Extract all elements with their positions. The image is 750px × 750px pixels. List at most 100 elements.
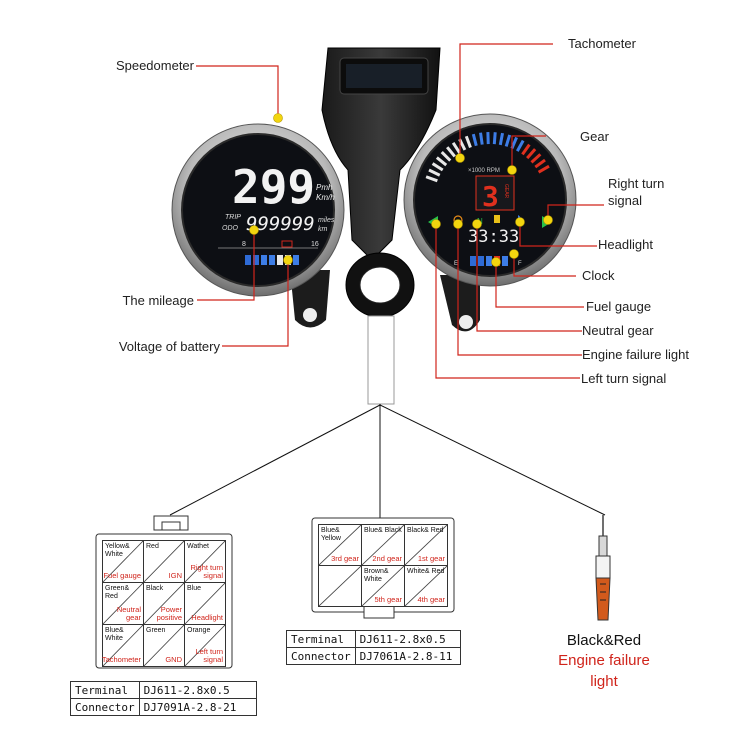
pin-wire-label: Black: [146, 585, 164, 592]
rpm-segment: [492, 132, 497, 145]
pin-func-label: 1st gear: [417, 554, 445, 563]
battery-icon: [281, 240, 293, 248]
rpm-segment: [435, 156, 448, 167]
speed-value-text: 299: [232, 160, 315, 214]
volt-high-text: 16: [311, 241, 319, 248]
volt-low-text: 8: [242, 241, 246, 248]
rpm-segment: [534, 158, 546, 169]
rpm-segment: [537, 164, 550, 174]
mileage-value-text: 999999: [246, 213, 315, 235]
terminal-label: Terminal: [286, 630, 356, 648]
pin-func-label: Tachometer: [101, 655, 141, 664]
label-right-turn-2: signal: [608, 193, 642, 208]
pin-cell: Blue& Yellow 3rd gear: [318, 524, 362, 566]
pin-wire-label: Brown& White: [364, 568, 389, 583]
pin-func-label: Power positive: [156, 605, 182, 622]
rpm-segment: [446, 146, 456, 158]
clock-value-text: 33:33: [468, 227, 519, 247]
label-tachometer: Tachometer: [568, 36, 636, 51]
connector-value: DJ7091A-2.8-21: [138, 698, 257, 716]
pin-func-label: Left turn signal: [195, 647, 223, 664]
pin-wire-label: Blue& Black: [364, 527, 402, 534]
pin-wire-label: Blue& White: [105, 627, 124, 642]
odo-text: ODO: [222, 225, 239, 232]
pin-func-label: Right turn signal: [190, 563, 223, 580]
label-headlight: Headlight: [598, 237, 653, 252]
terminal-value: DJ611-2.8x0.5: [138, 681, 257, 699]
rpm-segment: [498, 132, 504, 146]
single-wire-func-label-2: light: [590, 673, 618, 690]
pin-wire-label: Yellow& White: [105, 543, 130, 558]
fuel-f-text: F: [518, 261, 522, 267]
rpm-segment: [451, 142, 461, 154]
terminal-value: DJ611-2.8x0.5: [354, 630, 461, 648]
connector-label: Connector: [70, 698, 140, 716]
rpm-segment: [526, 148, 537, 160]
pin-func-label: IGN: [168, 571, 182, 580]
rpm-segment: [428, 168, 441, 177]
pin-wire-label: Wathet: [187, 543, 209, 550]
pin-cell: White& Red 4th gear: [404, 565, 448, 607]
label-fuel: Fuel gauge: [586, 299, 652, 314]
pin-cell-empty: [318, 565, 362, 607]
rpm-segment: [510, 136, 518, 150]
pin-func-label: 3rd gear: [331, 554, 359, 563]
label-engine-failure: Engine failure light: [582, 347, 689, 362]
trip-text: TRIP: [225, 214, 241, 221]
single-wire-plug: [595, 515, 611, 621]
pin-wire-label: Blue& Yellow: [321, 527, 341, 542]
pin-func-label: 5th gear: [374, 595, 402, 604]
rpm-arc: [425, 131, 550, 183]
pin-cell: Black& Red 1st gear: [404, 524, 448, 566]
rpm-segment: [471, 133, 478, 147]
pin-func-label: Neutral gear: [116, 605, 141, 622]
unit-km-text: km: [318, 226, 328, 233]
pin-wire-label: White& Red: [407, 568, 445, 575]
rpm-segment: [425, 175, 438, 183]
pin-func-label: 4th gear: [417, 595, 445, 604]
single-wire-func-label-1: Engine failure: [558, 652, 650, 669]
pin-wire-label: Green& Red: [105, 585, 130, 600]
speedometer-gauge: 299 Pmh Km/h TRIP ODO 999999 miles km 8 …: [171, 123, 345, 297]
label-mileage: The mileage: [122, 293, 194, 308]
gear-value-text: 3: [482, 180, 499, 213]
rpm-segment: [521, 143, 531, 156]
connector-label: Connector: [286, 647, 356, 665]
rpm-segment: [431, 162, 444, 172]
wiring-lines: [169, 404, 606, 520]
fuel-icon: [494, 215, 500, 223]
rpm-segment: [516, 139, 525, 152]
callout-dots: [249, 113, 553, 267]
label-neutral: Neutral gear: [582, 323, 654, 338]
fuel-gauge-bar: [470, 256, 508, 266]
pin-func-label: Fuel gauge: [103, 571, 141, 580]
single-wire-color-label: Black&Red: [566, 632, 642, 649]
pin-cell: Brown& White 5th gear: [361, 565, 405, 607]
pin-func-label: Headlight: [191, 613, 223, 622]
label-left-turn: Left turn signal: [581, 371, 667, 386]
gear-word-text: GEAR: [503, 184, 509, 199]
label-gear: Gear: [580, 129, 609, 144]
fuel-e-text: E: [454, 261, 458, 267]
pin-wire-label: Green: [146, 627, 166, 634]
rpm-segment: [504, 134, 512, 147]
terminal-label: Terminal: [70, 681, 140, 699]
unit-miles-text: miles: [318, 217, 335, 224]
rpm-segment: [530, 153, 542, 164]
rpm-label-text: ×1000 RPM: [468, 168, 500, 174]
label-right-turn-1: Right turn: [608, 176, 665, 191]
pin-wire-label: Black& Red: [407, 527, 444, 534]
callout-lines: [196, 43, 604, 379]
rpm-segment: [464, 135, 472, 149]
